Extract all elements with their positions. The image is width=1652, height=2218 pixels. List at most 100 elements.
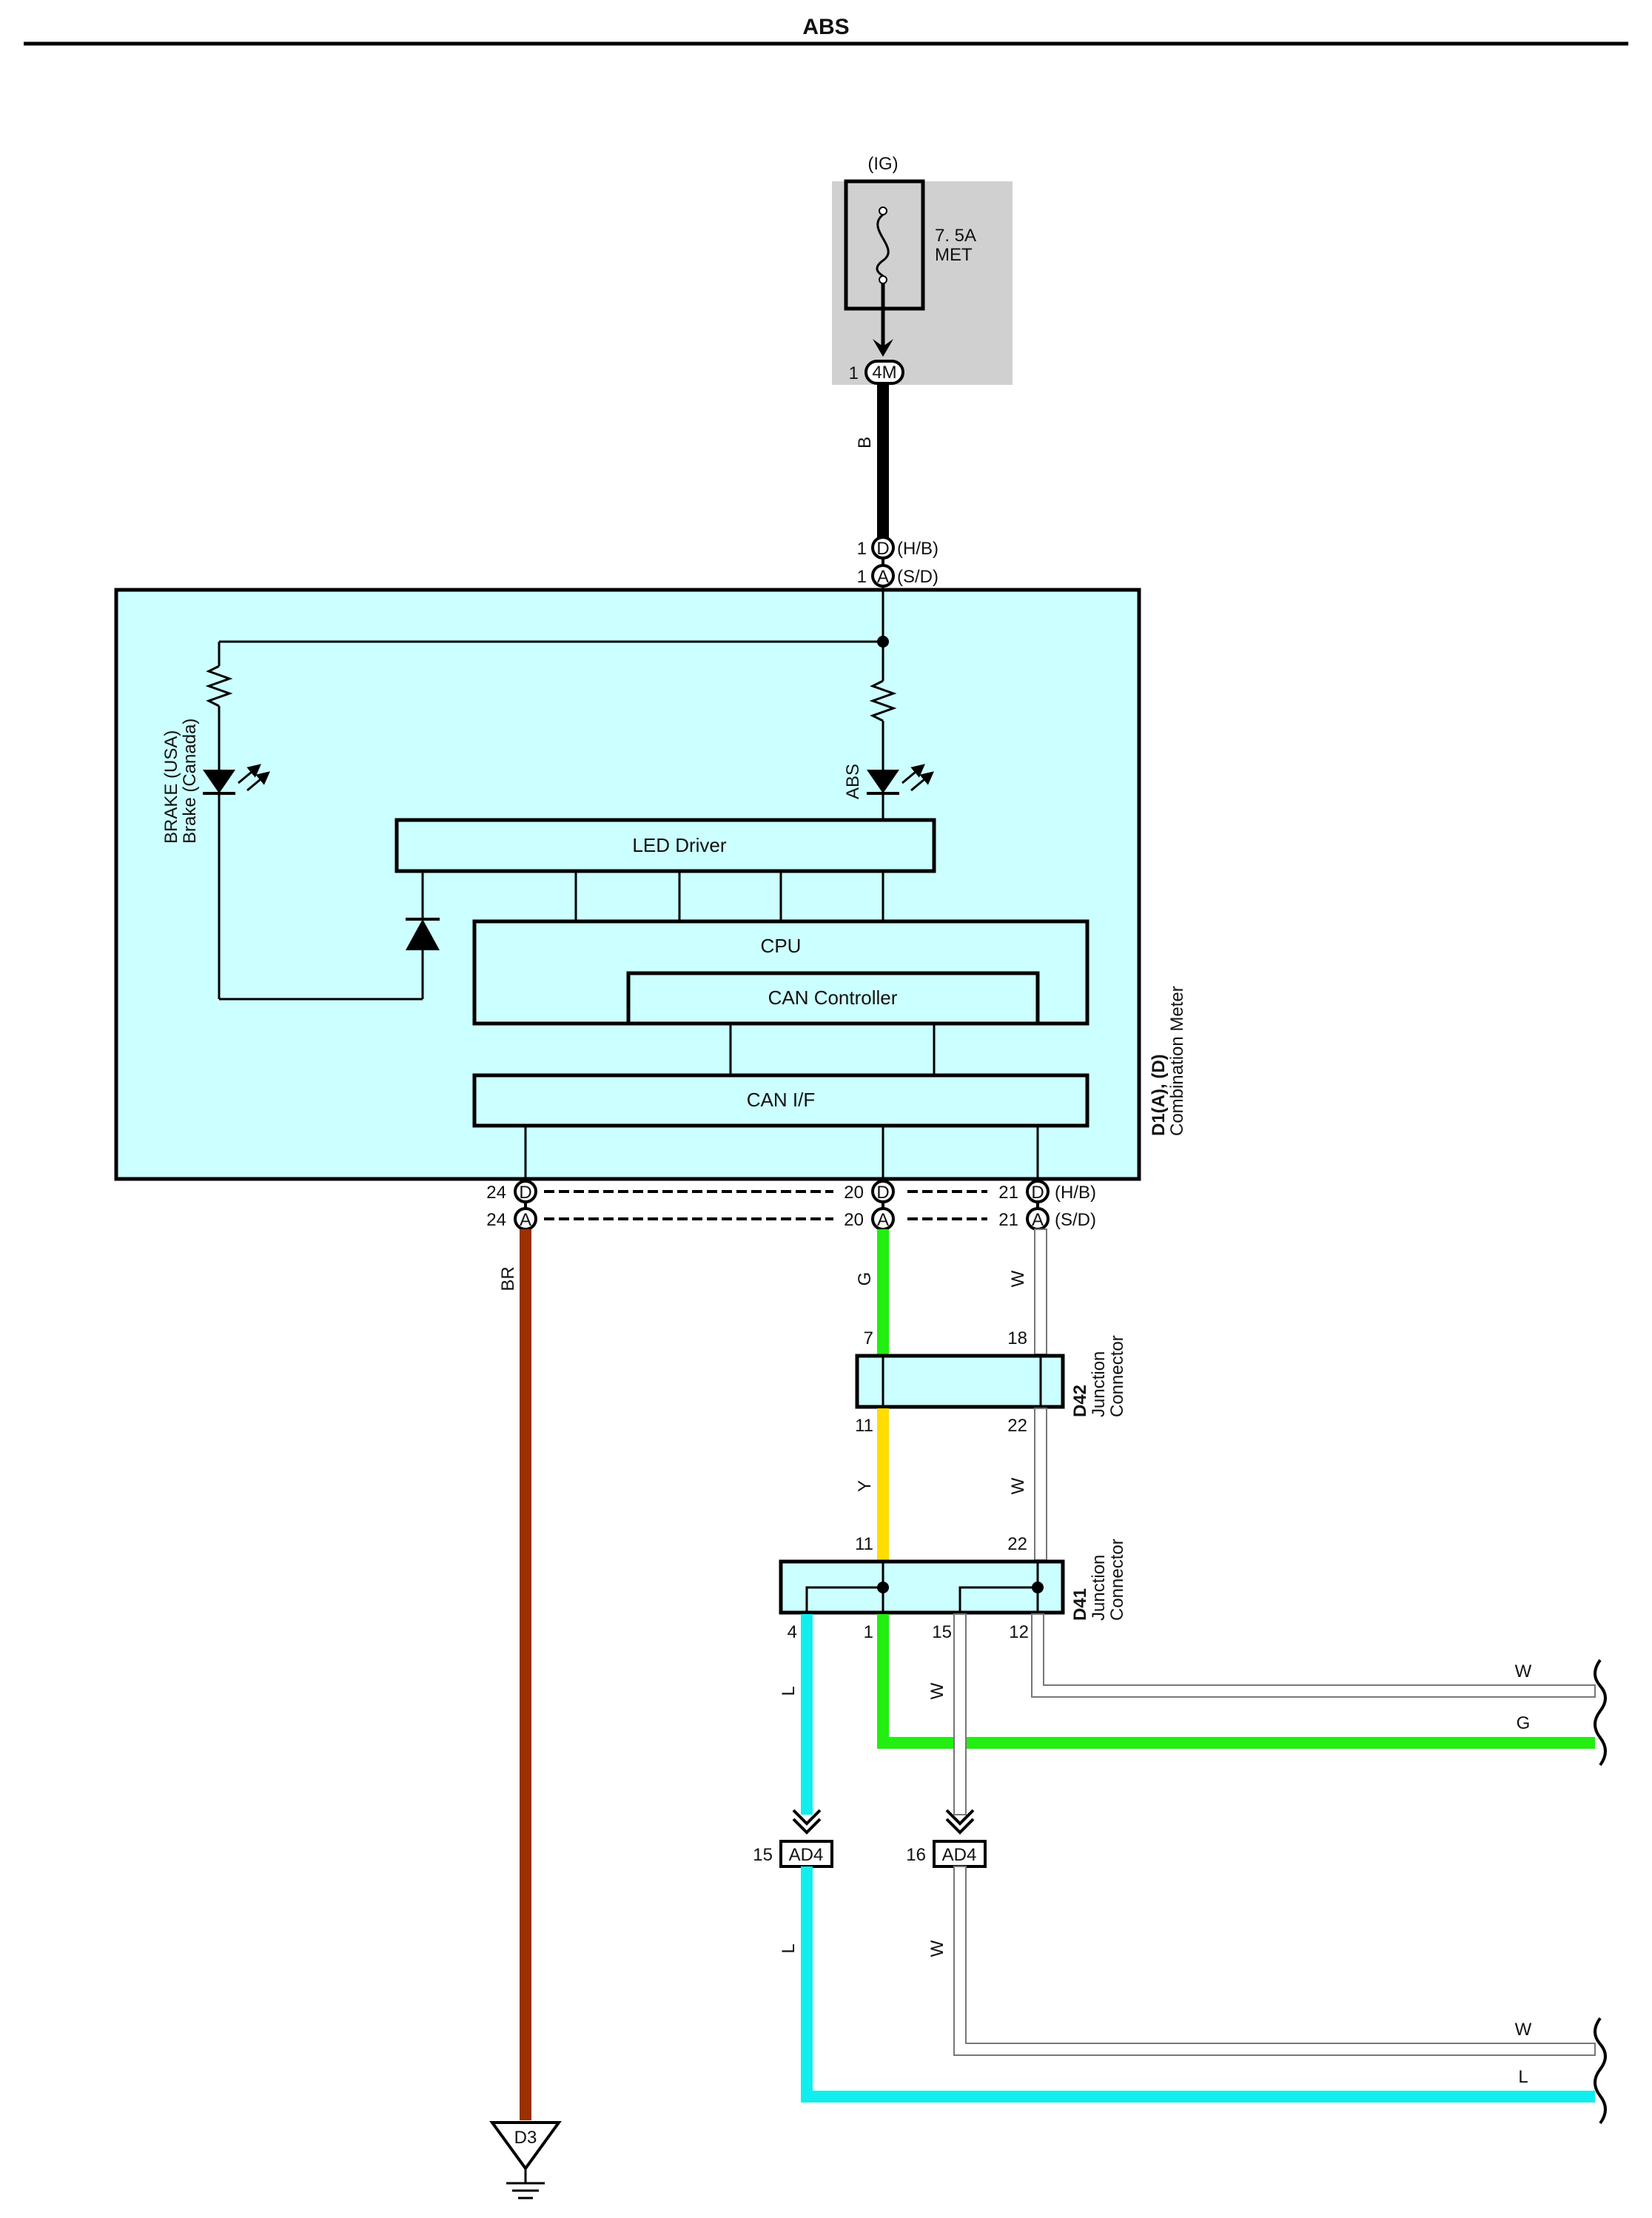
wire-w-right-top [1031,1613,1596,1698]
wire-l-right-label: L [1518,2067,1528,2087]
connector-ad4-16: AD4 16 [906,1809,987,1868]
wire-g-right-label: G [1517,1713,1531,1733]
fuse-source-label: (IG) [867,154,898,174]
ground-label: D3 [514,2128,537,2148]
svg-text:D: D [519,1183,531,1203]
wire-break-icon-bottom [1594,2017,1607,2125]
meter-name-label: Combination Meter [1167,986,1187,1136]
d41-label-1: Junction [1089,1555,1109,1621]
fuse-block: (IG) 7. 5A MET 4M 1 [832,154,1013,385]
meter-id-label: D1(A), (D) [1149,1054,1169,1136]
wire-w-middle-label: W [1008,1477,1028,1494]
wire-w-lower-label: W [927,1940,947,1957]
d42-pin-18: 18 [1007,1328,1027,1348]
fuse-rating-label: 7. 5A [935,226,976,246]
lamp-abs-label: ABS [843,764,863,799]
connector-a-power-letter: A [877,567,889,587]
fuse-element-icon [876,213,890,278]
fuse-terminal-top [879,206,887,215]
junction-connector-d42: 7 18 D42 Junction Connector 11 22 [855,1328,1127,1436]
diode-icon [406,918,440,950]
fuse-pin-number: 1 [849,363,859,383]
meter-pin-24-a: 24 [486,1210,506,1230]
chevron-down-icon [792,1809,822,1826]
ground-d3: D3 [489,2121,562,2199]
wire-g-upper-label: G [855,1272,875,1286]
lamp-brake-label-1: BRAKE (USA) [161,730,181,844]
wire-l-right [801,1866,1595,2103]
connector-d-power-letter: D [876,539,889,559]
wire-w-pin15-label: W [927,1682,947,1699]
connector-4m-label: 4M [872,363,896,383]
meter-pin-21-a: 21 [998,1210,1018,1230]
resistor-abs-icon [869,679,897,722]
d42-pin-11: 11 [855,1416,873,1436]
meter-power-connectors: D 1 (H/B) A 1 (S/D) [857,536,939,588]
wire-w-upper-label: W [1008,1270,1028,1287]
d41-label-2: Connector [1107,1539,1127,1621]
wire-w-upper [1034,1229,1047,1355]
d41-id-label: D41 [1070,1588,1090,1621]
d42-pin-22: 22 [1007,1416,1027,1436]
ad4-name-right: AD4 [942,1845,977,1865]
meter-pin-20-d: 20 [844,1183,864,1203]
chevron-down-icon [945,1809,975,1826]
wire-y-label: Y [855,1480,875,1492]
can-if-block [472,1073,1089,1128]
d41-junction-dot-right [1032,1582,1044,1593]
d41-pin-11: 11 [855,1534,873,1554]
wire-w-pin15 [953,1613,967,1815]
d42-id-label: D42 [1070,1385,1090,1417]
meter-output-connectors: D 24 A 24 D 20 A 20 D 21 (H/B) A 21 (S/D… [486,1180,1096,1231]
d42-body [855,1354,1065,1409]
can-controller-label: CAN Controller [768,987,898,1009]
lamp-brake-label-2: Brake (Canada) [180,719,200,844]
variant-sd-label-bottom: (S/D) [1055,1210,1096,1230]
wire-w-right-top-label: W [1515,1661,1532,1681]
connector-d-power-pin: 1 [857,539,867,559]
ground-triangle-icon [489,2121,562,2171]
led-driver-label: LED Driver [632,834,726,856]
variant-hb-label-bottom: (H/B) [1055,1183,1096,1203]
ad4-name-left: AD4 [789,1845,824,1865]
svg-text:A: A [520,1210,531,1230]
connector-arrow-icon [873,339,893,357]
wire-w-right-bottom-label: W [1515,2020,1532,2040]
wire-l-lower-label: L [779,1943,799,1953]
svg-text:A: A [877,1210,889,1230]
d41-junction-dot-left [877,1582,889,1593]
variant-sd-label-top: (S/D) [897,567,939,587]
connector-ad4-15: AD4 15 [753,1809,833,1868]
connector-a-power-pin: 1 [857,567,867,587]
wire-l-upper-label: L [779,1686,799,1696]
cpu-label: CPU [761,935,802,957]
d41-pin-12: 12 [1009,1622,1029,1642]
d41-pin-22: 22 [1007,1534,1027,1554]
meter-pin-21-d: 21 [998,1183,1018,1203]
variant-hb-label-top: (H/B) [897,539,939,559]
wire-g-right [877,1614,1595,1749]
svg-text:D: D [1031,1183,1044,1203]
wire-w-right-bottom [953,1866,1596,2056]
meter-pin-24-d: 24 [486,1183,506,1203]
wire-w-middle [1034,1408,1047,1561]
d42-label-1: Junction [1089,1351,1109,1417]
can-if-label: CAN I/F [747,1089,815,1111]
resistor-brake-icon [205,665,233,708]
junction-connector-d41: 11 22 D41 Junction Connector 4 1 15 12 [779,1534,1127,1642]
svg-text:A: A [1032,1210,1044,1230]
fuse-terminal-bottom [879,275,887,284]
d41-pin-1: 1 [864,1622,873,1642]
wire-br-label: BR [498,1266,518,1291]
wire-b-label: B [855,437,875,448]
can-controller-block [626,971,1040,1026]
svg-text:D: D [876,1183,889,1203]
d41-pin-4: 4 [788,1622,797,1642]
meter-pin-20-a: 20 [844,1210,864,1230]
d42-label-2: Connector [1107,1335,1127,1417]
led-brake-icon [203,764,270,795]
ad4-pin-15: 15 [753,1845,773,1865]
ad4-pin-16: 16 [906,1845,926,1865]
d41-pin-15: 15 [932,1622,952,1642]
